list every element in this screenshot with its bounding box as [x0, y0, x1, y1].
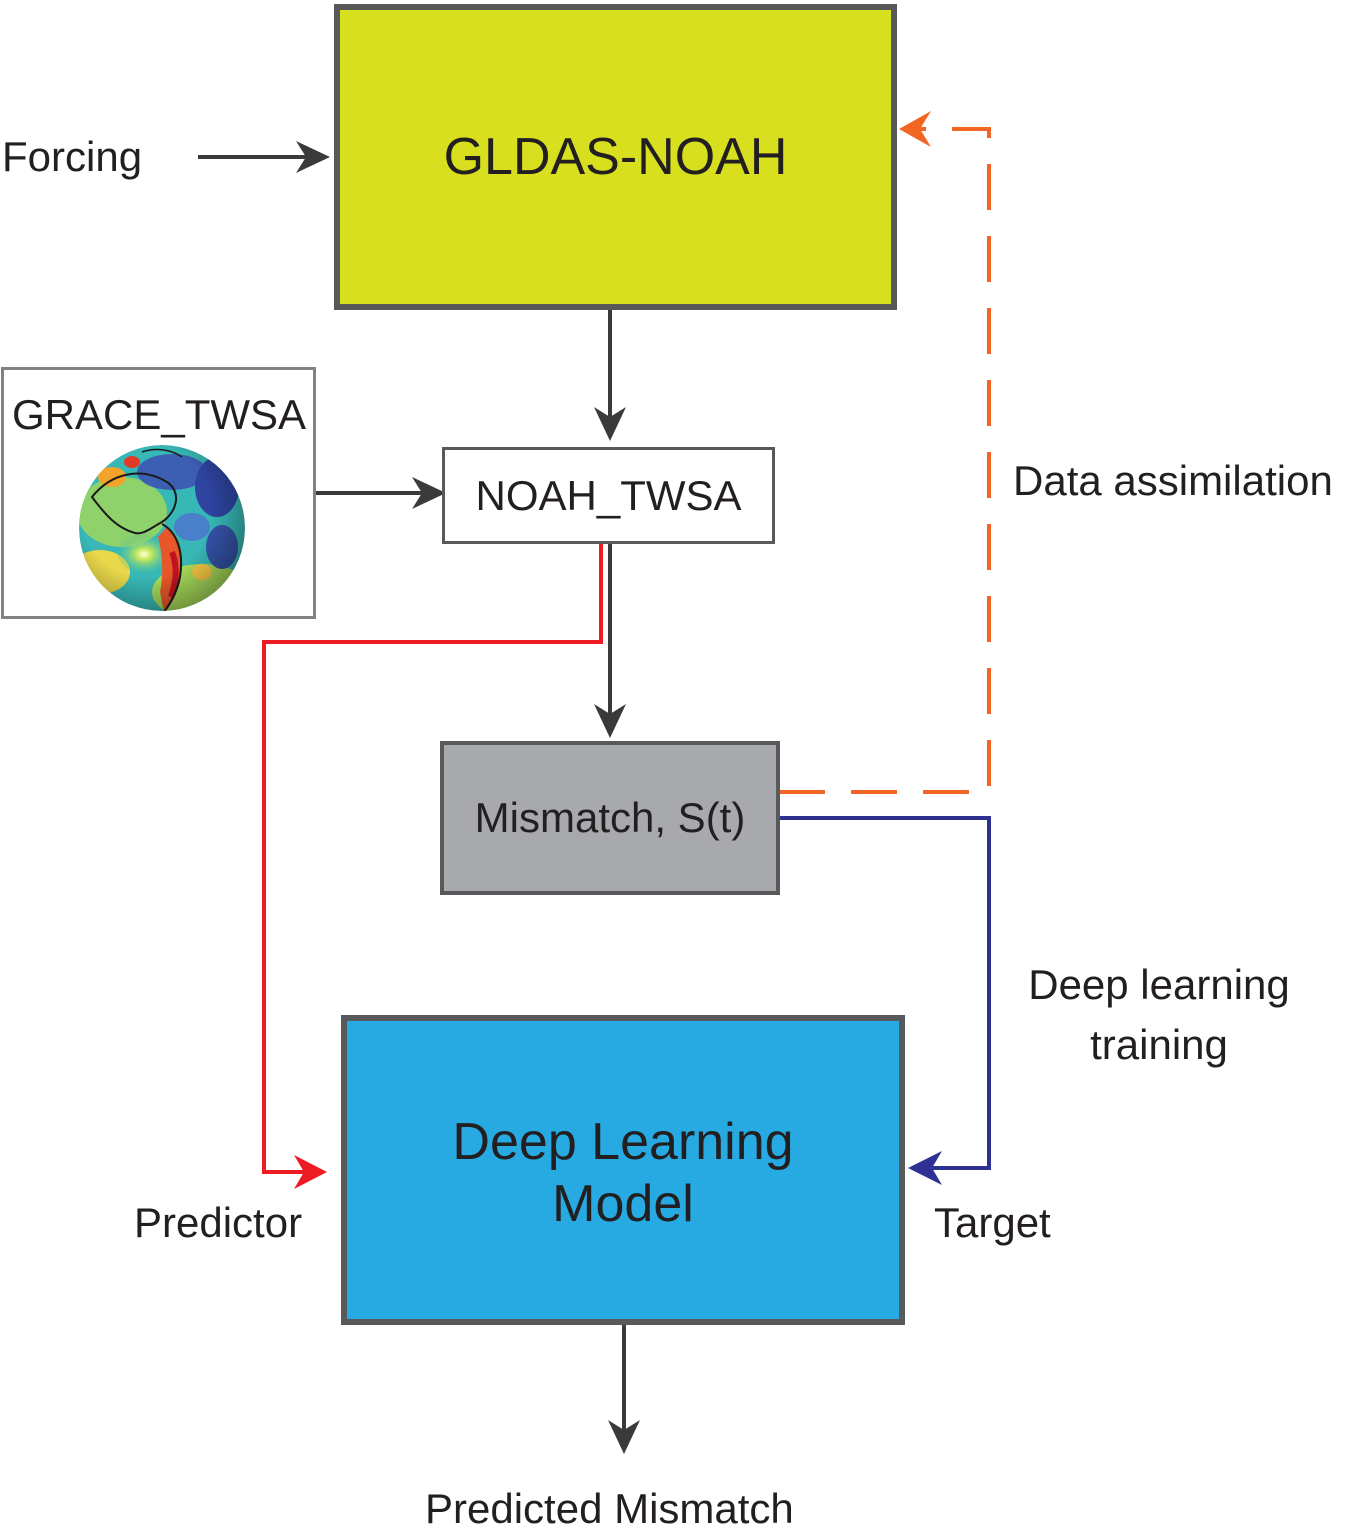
earth-gravity-globe-icon — [79, 445, 245, 611]
noah-twsa-label: NOAH_TWSA — [475, 471, 742, 519]
edge-model-to-output — [608, 1323, 640, 1454]
edge-grace-to-noah — [316, 477, 446, 509]
target-label: Target — [934, 1199, 1051, 1246]
noah-twsa-node: NOAH_TWSA — [442, 447, 775, 544]
edge-gldas-to-noah — [594, 310, 626, 441]
edge-forcing-to-gldas — [198, 141, 330, 173]
gldas-noah-label: GLDAS-NOAH — [443, 128, 788, 186]
deep-learning-model-node: Deep Learning Model — [341, 1015, 905, 1325]
deep-learning-model-label: Deep Learning Model — [452, 1111, 793, 1236]
predicted-mismatch-label: Predicted Mismatch — [425, 1485, 794, 1532]
edge-predictor — [262, 543, 603, 1189]
edge-data-assimilation — [779, 111, 991, 794]
gldas-noah-node: GLDAS-NOAH — [334, 4, 897, 310]
data-assimilation-label: Data assimilation — [1013, 457, 1333, 504]
deep-learning-training-label: Deep learning training — [1005, 955, 1313, 1075]
forcing-label: Forcing — [2, 133, 143, 180]
grace-twsa-label: GRACE_TWSA — [12, 391, 307, 438]
grace-twsa-node: GRACE_TWSA — [1, 367, 316, 619]
deep-learning-training-line1: Deep learning — [1028, 961, 1290, 1008]
deep-learning-model-label-line1: Deep Learning — [452, 1113, 794, 1171]
deep-learning-model-label-line2: Model — [552, 1175, 694, 1234]
mismatch-label: Mismatch, S(t) — [474, 794, 746, 841]
predictor-label: Predictor — [134, 1199, 303, 1246]
edge-target — [779, 816, 991, 1185]
mismatch-node: Mismatch, S(t) — [440, 741, 780, 895]
edge-noah-to-mismatch — [594, 543, 626, 738]
deep-learning-training-line2: training — [1090, 1021, 1228, 1068]
